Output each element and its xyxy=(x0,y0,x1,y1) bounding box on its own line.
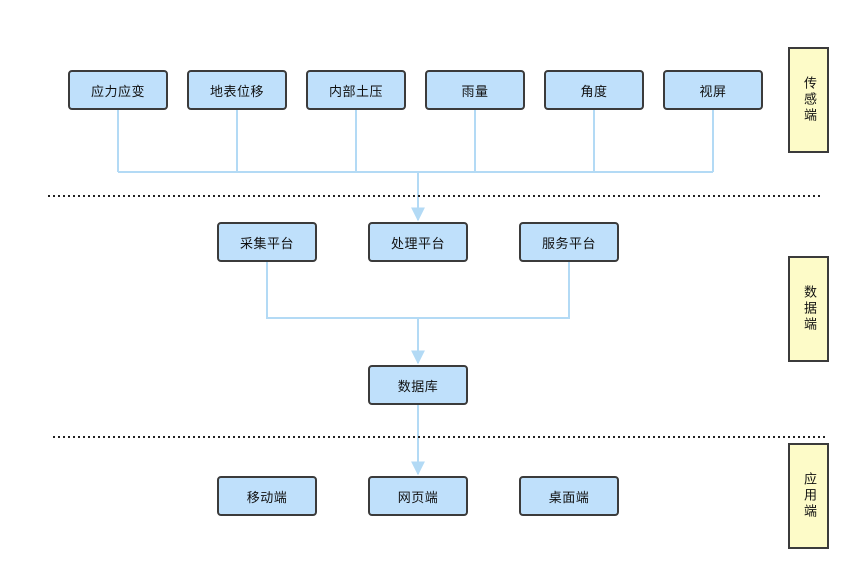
platform-node-service: 服务平台 xyxy=(519,222,619,262)
sensor-node-video: 视屏 xyxy=(663,70,763,110)
client-node-desktop: 桌面端 xyxy=(519,476,619,516)
database-node: 数据库 xyxy=(368,365,468,405)
platform-node-processing: 处理平台 xyxy=(368,222,468,262)
platform-node-collection: 采集平台 xyxy=(217,222,317,262)
sensor-node-angle: 角度 xyxy=(544,70,644,110)
sensor-node-stress-strain: 应力应变 xyxy=(68,70,168,110)
client-node-web: 网页端 xyxy=(368,476,468,516)
client-node-mobile: 移动端 xyxy=(217,476,317,516)
layer-label-sensing: 传感端 xyxy=(788,47,829,153)
platform-connector xyxy=(266,261,570,319)
sensor-node-surface-displacement: 地表位移 xyxy=(187,70,287,110)
layer-label-data: 数据端 xyxy=(788,256,829,362)
layer-label-application: 应用端 xyxy=(788,443,829,549)
sensor-node-rainfall: 雨量 xyxy=(425,70,525,110)
sensor-node-internal-earth-pressure: 内部土压 xyxy=(306,70,406,110)
